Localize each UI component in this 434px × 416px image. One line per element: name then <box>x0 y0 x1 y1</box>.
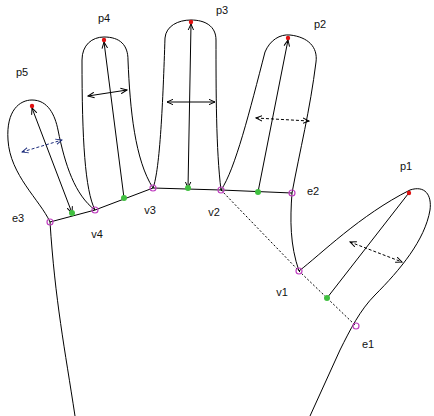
point-label: v1 <box>276 286 288 298</box>
width-arrows <box>22 90 402 262</box>
point-label: v4 <box>91 228 103 240</box>
valley-points <box>47 185 359 329</box>
tip-label: p1 <box>400 160 412 172</box>
tip-label: p5 <box>16 66 28 78</box>
base-line <box>50 188 292 222</box>
hand-outline <box>8 20 431 416</box>
tip-points <box>30 20 411 195</box>
point-label: v2 <box>208 206 220 218</box>
point-label: e3 <box>12 212 24 224</box>
tip-label: p2 <box>314 18 326 30</box>
point-label: e1 <box>362 338 374 350</box>
tip-label: p3 <box>216 4 228 16</box>
dashed-line <box>221 190 356 326</box>
point-label: e2 <box>307 185 319 197</box>
base-points <box>69 185 330 301</box>
length-arrows <box>32 24 408 298</box>
tip-label: p4 <box>98 12 110 24</box>
point-label: v3 <box>144 204 156 216</box>
